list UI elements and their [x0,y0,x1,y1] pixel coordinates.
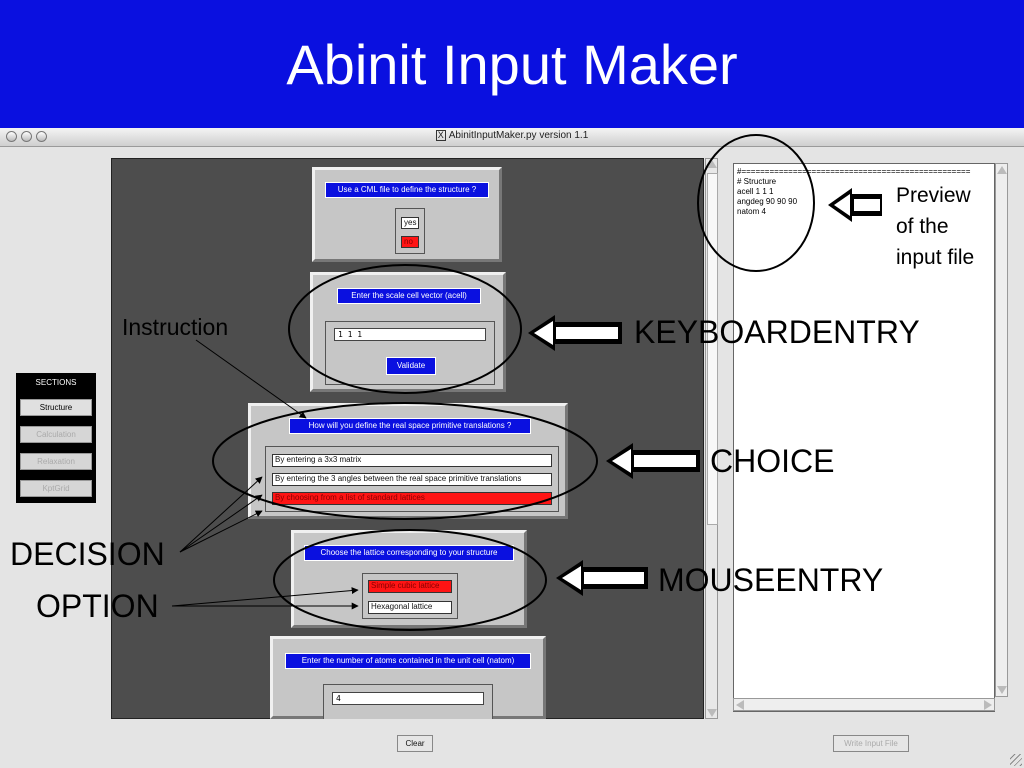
cml-options-box: yes no [395,208,425,254]
option-yes[interactable]: yes [401,217,419,229]
primitive-question: How will you define the real space primi… [289,418,531,434]
minimize-window-icon[interactable] [21,131,32,142]
instruction-label: Instruction [122,314,229,340]
preview-annotation-line1: Preview [896,184,971,207]
sections-heading: SECTIONS [35,378,77,387]
preview-arrow-icon [828,188,882,222]
natom-input[interactable]: 4 [332,692,484,705]
preview-line-acell: acell 1 1 1 [737,187,774,196]
sections-panel: SECTIONS Structure Calculation Relaxatio… [16,373,96,503]
natom-question: Enter the number of atoms contained in t… [285,653,531,669]
canvas-scrollbar[interactable] [705,158,718,719]
acell-dialog: Enter the scale cell vector (acell) 1 1 … [310,272,506,392]
slide-header [0,0,1024,128]
lattice-options-box: Simple cubic lattice Hexagonal lattice [362,573,458,619]
keyboard-entry-label: KEYBOARDENTRY [634,314,920,350]
mouse-highlight-circle [273,529,547,631]
natom-input-box: 4 [323,684,493,719]
preview-line-separator: #=======================================… [737,167,971,176]
close-window-icon[interactable] [6,131,17,142]
preview-scroll-left-icon[interactable] [736,700,744,710]
option-hexagonal[interactable]: Hexagonal lattice [368,601,452,614]
primitive-options-box: By entering a 3x3 matrix By entering the… [265,446,559,512]
cml-question: Use a CML file to define the structure ? [325,182,489,198]
mouse-arrow-icon [556,560,648,596]
x11-icon: X [435,130,446,141]
acell-input[interactable]: 1 1 1 [334,328,486,341]
natom-dialog: Enter the number of atoms contained in t… [270,636,546,719]
option-no[interactable]: no [401,236,419,248]
choice-label: CHOICE [710,443,835,479]
window-titlebar [0,128,1024,147]
cml-dialog: Use a CML file to define the structure ?… [312,167,502,262]
decision-pointer-line-3 [179,510,263,553]
choice-highlight-circle [212,402,598,520]
clear-button[interactable]: Clear [397,735,433,752]
slide-title: Abinit Input Maker [286,33,738,96]
section-structure-button[interactable]: Structure [20,399,92,416]
preview-line-angdeg: angdeg 90 90 90 [737,197,798,206]
preview-scroll-up-icon[interactable] [997,166,1007,174]
acell-input-box: 1 1 1 Validate [325,321,495,385]
scroll-down-arrow-icon[interactable] [707,709,717,717]
preview-scroll-down-icon[interactable] [997,686,1007,694]
validate-button[interactable]: Validate [386,357,436,375]
scroll-thumb[interactable] [707,173,718,525]
keyboard-highlight-circle [288,264,522,394]
acell-question: Enter the scale cell vector (acell) [337,288,481,304]
section-kptgrid-button[interactable]: KptGrid [20,480,92,497]
preview-hscrollbar[interactable] [733,698,995,711]
preview-line-natom: natom 4 [737,207,766,216]
window-title-text: AbinitInputMaker.py version 1.1 [448,130,589,141]
lattice-question: Choose the lattice corresponding to your… [304,545,514,561]
section-calculation-button[interactable]: Calculation [20,426,92,443]
mouse-entry-label: MOUSEENTRY [658,562,884,598]
section-relaxation-button[interactable]: Relaxation [20,453,92,470]
write-input-file-button[interactable]: Write Input File [833,735,909,752]
preview-pane[interactable]: #=======================================… [733,163,995,712]
option-standard-lattices[interactable]: By choosing from a list of standard latt… [272,492,552,505]
zoom-window-icon[interactable] [36,131,47,142]
decision-label: DECISION [10,536,165,572]
option-label: OPTION [36,588,159,624]
decision-pointer-line-1 [179,476,263,553]
resize-grip-icon[interactable] [1010,754,1022,766]
preview-annotation-line2: of the [896,215,949,238]
preview-line-structure: # Structure [737,177,777,186]
instruction-pointer-line [195,339,307,419]
preview-highlight-circle [697,134,815,272]
scroll-up-arrow-icon[interactable] [707,160,717,168]
option-simple-cubic[interactable]: Simple cubic lattice [368,580,452,593]
lattice-dialog: Choose the lattice corresponding to your… [291,530,527,628]
preview-scroll-right-icon[interactable] [984,700,992,710]
choice-arrow-icon [606,443,700,479]
preview-vscrollbar[interactable] [995,163,1008,697]
option-3x3-matrix[interactable]: By entering a 3x3 matrix [272,454,552,467]
preview-annotation-line3: input file [896,246,975,269]
decision-pointer-line-2 [179,494,263,553]
keyboard-arrow-icon [528,315,622,351]
option-pointer-line-1 [171,587,359,607]
option-3-angles[interactable]: By entering the 3 angles between the rea… [272,473,552,486]
primitive-translations-dialog: How will you define the real space primi… [248,403,568,519]
